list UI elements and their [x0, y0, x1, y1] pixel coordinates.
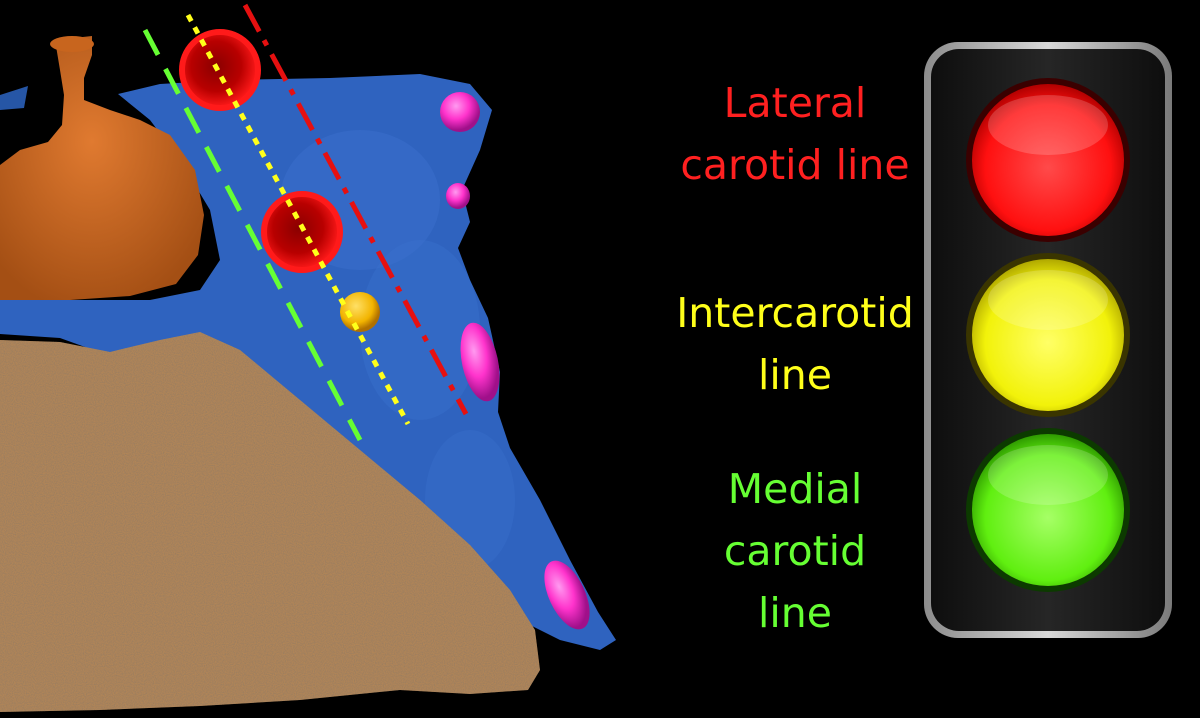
label-line: Intercarotid — [620, 282, 970, 344]
sellar-anatomy-diagram — [0, 0, 640, 718]
pink-node — [440, 92, 480, 132]
label-line: line — [620, 582, 970, 644]
label-line: Medial — [620, 458, 970, 520]
label-line: line — [620, 344, 970, 406]
sinus-left-wall — [0, 86, 28, 110]
label-line: carotid — [620, 520, 970, 582]
lamp-highlight — [988, 445, 1108, 505]
lamp-highlight — [988, 270, 1108, 330]
intercarotid-line-label: Intercarotid line — [620, 282, 970, 406]
pink-node — [446, 183, 470, 209]
traffic-light-icon — [922, 40, 1174, 640]
pituitary-stalk-top — [50, 36, 94, 52]
medial-carotid-line-label: Medial carotid line — [620, 458, 970, 644]
lamp-highlight — [988, 95, 1108, 155]
carotid-artery-lower — [264, 194, 340, 270]
lateral-carotid-line-label: Lateral carotid line — [620, 72, 970, 196]
label-line: Lateral — [620, 72, 970, 134]
label-line: carotid line — [620, 134, 970, 196]
carotid-artery-upper — [182, 32, 258, 108]
sinus-lobe — [360, 240, 480, 420]
pituitary-gland — [0, 36, 204, 300]
